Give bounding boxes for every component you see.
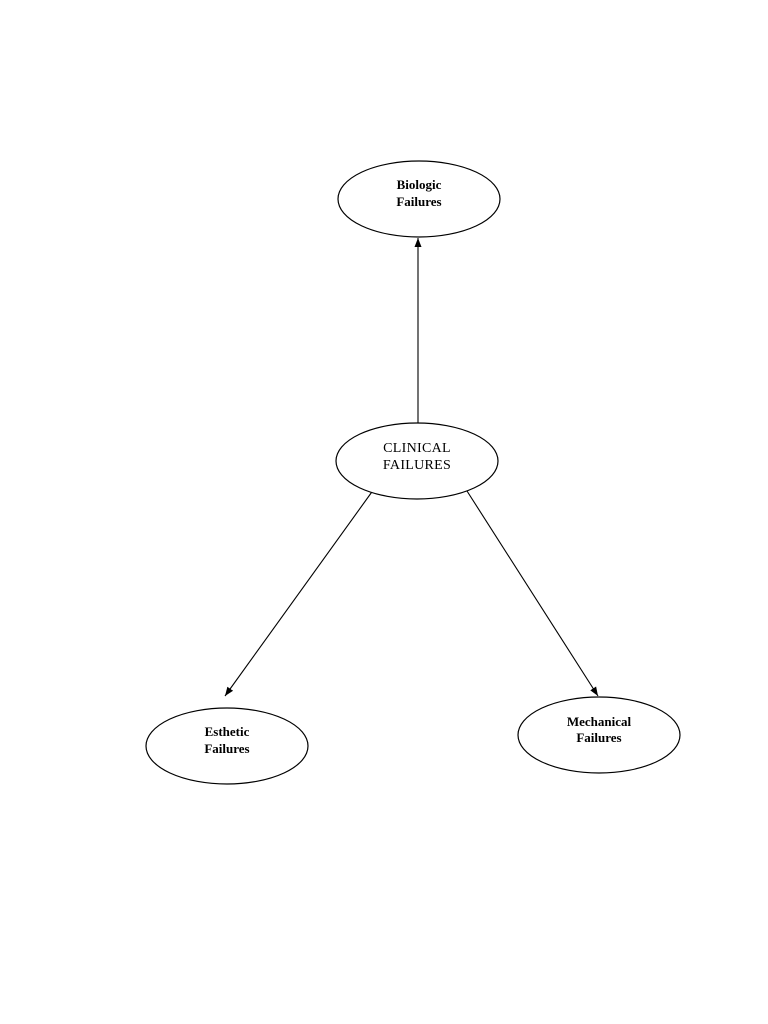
edge-center-to-mechanical <box>466 490 599 697</box>
node-esthetic-ellipse <box>145 707 309 785</box>
node-esthetic-failures: Esthetic Failures <box>145 707 309 785</box>
node-clinical-failures: CLINICAL FAILURES <box>335 422 499 500</box>
node-esthetic-label-line2: Failures <box>204 741 249 756</box>
edge-center-to-esthetic <box>224 488 375 697</box>
node-biologic-failures: Biologic Failures <box>337 160 501 238</box>
node-biologic-ellipse <box>337 160 501 238</box>
node-biologic-label-line2: Failures <box>396 194 441 209</box>
node-clinical-ellipse <box>335 422 499 500</box>
node-mechanical-label-line2: Failures <box>576 730 621 745</box>
node-biologic-label-line1: Biologic <box>397 177 442 192</box>
node-clinical-label-line1: CLINICAL <box>383 441 451 456</box>
node-mechanical-ellipse <box>517 696 681 774</box>
node-mechanical-failures: Mechanical Failures <box>517 696 681 774</box>
node-esthetic-label-line1: Esthetic <box>205 724 250 739</box>
node-clinical-label-line2: FAILURES <box>383 458 451 473</box>
node-mechanical-label-line1: Mechanical <box>567 714 632 729</box>
